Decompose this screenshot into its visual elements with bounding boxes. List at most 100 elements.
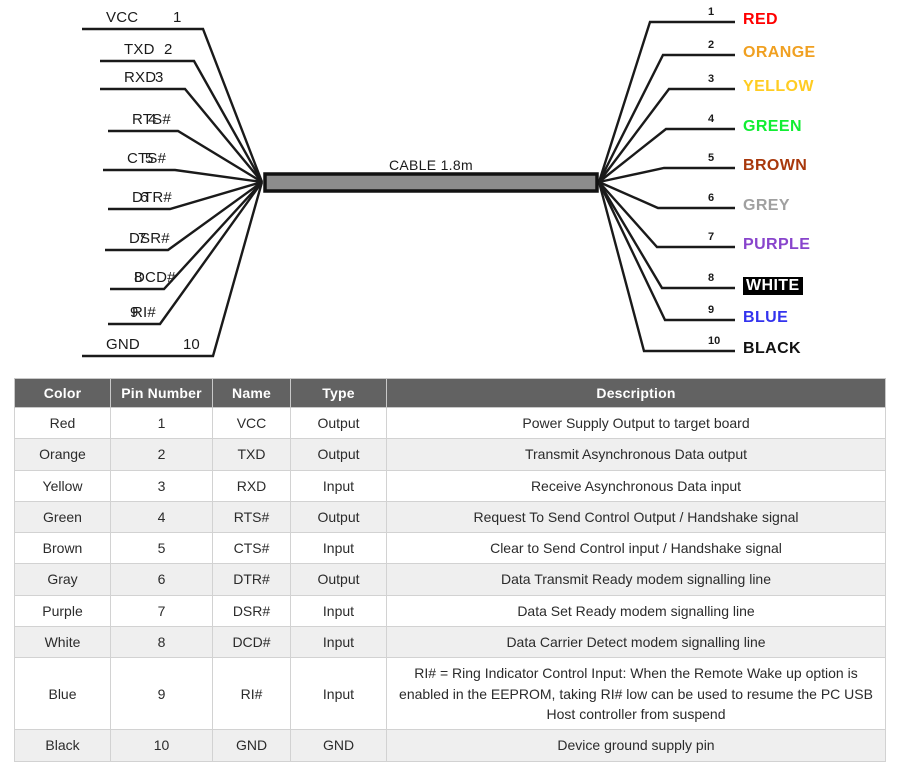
left-pin-name-8: DCD# [134, 269, 176, 286]
left-wire-dcd [110, 181, 263, 291]
left-pin-name-1: VCC [106, 9, 139, 26]
right-wire-blue [597, 181, 735, 322]
cell-pin-number: 3 [110, 469, 213, 502]
cell-description: Clear to Send Control input / Handshake … [386, 532, 886, 565]
pinout-table: Color Pin Number Name Type Description R… [14, 378, 886, 762]
right-wire-green [598, 127, 735, 183]
cell-name: TXD [212, 438, 291, 471]
right-pin-number-10: 10 [708, 335, 721, 347]
right-pin-number-1: 1 [708, 6, 715, 18]
cell-type: Input [290, 594, 387, 628]
left-wire-group [82, 27, 264, 358]
right-wire-purple [598, 181, 735, 249]
right-wire-yellow [598, 87, 735, 183]
cell-description: Transmit Asynchronous Data output [386, 438, 886, 471]
cell-description: Request To Send Control Output / Handsha… [386, 500, 886, 534]
cell-color: Red [14, 406, 111, 440]
cell-color: Orange [14, 438, 111, 471]
right-pin-number-4: 4 [708, 113, 715, 125]
left-pin-number-6: 6 [140, 189, 149, 206]
cell-name: GND [212, 729, 291, 762]
right-wire-brown [598, 166, 735, 184]
cell-color: Blue [14, 657, 111, 731]
left-pin-name-7: DSR# [129, 230, 170, 247]
right-wire-orange [597, 53, 735, 183]
left-wire-cts [103, 168, 263, 184]
header-description: Description [386, 378, 886, 408]
cable-length-label: CABLE 1.8m [389, 157, 473, 173]
cell-description: Receive Asynchronous Data input [386, 469, 886, 502]
wire-color-label-orange: ORANGE [743, 44, 816, 61]
cell-description: RI# = Ring Indicator Control Input: When… [386, 657, 886, 731]
cell-name: CTS# [212, 532, 291, 565]
left-wire-rts [108, 129, 263, 184]
cell-type: Output [290, 406, 387, 440]
cell-description: Data Carrier Detect modem signalling lin… [386, 626, 886, 659]
right-pin-number-9: 9 [708, 304, 715, 316]
cell-name: RTS# [212, 500, 291, 534]
pinout-table-container: Color Pin Number Name Type Description R… [14, 378, 886, 762]
cell-color: Green [14, 500, 111, 534]
right-wire-red [597, 20, 735, 183]
cell-pin-number: 5 [110, 532, 213, 565]
left-wire-vcc [82, 27, 264, 183]
left-wire-rxd [100, 87, 263, 183]
left-pin-number-8: 8 [134, 269, 143, 286]
left-pin-number-3: 3 [155, 69, 164, 86]
cell-description: Power Supply Output to target board [386, 406, 886, 440]
cell-color: White [14, 626, 111, 659]
cell-type: Input [290, 657, 387, 731]
wire-color-label-green: GREEN [743, 118, 802, 135]
left-pin-number-7: 7 [138, 230, 147, 247]
left-pin-name-10: GND [106, 336, 140, 353]
cell-color: Brown [14, 532, 111, 565]
left-pin-name-5: CTS# [127, 150, 167, 167]
left-pin-name-6: DTR# [132, 189, 172, 206]
cell-description: Data Set Ready modem signalling line [386, 594, 886, 628]
cell-pin-number: 9 [110, 657, 213, 731]
cell-color: Gray [14, 563, 111, 596]
wire-color-label-yellow: YELLOW [743, 78, 814, 95]
left-wire-txd [100, 59, 264, 183]
cell-color: Purple [14, 594, 111, 628]
cell-description: Data Transmit Ready modem signalling lin… [386, 563, 886, 596]
left-wire-ri [108, 181, 263, 326]
left-pin-number-10: 10 [183, 336, 200, 353]
right-wire-black [597, 181, 735, 353]
cell-type: Output [290, 438, 387, 471]
left-pin-name-2: TXD [124, 41, 155, 58]
cell-name: DCD# [212, 626, 291, 659]
wire-color-label-grey: GREY [743, 197, 790, 214]
left-pin-name-9: RI# [132, 304, 156, 321]
right-pin-number-3: 3 [708, 73, 715, 85]
wiring-svg [82, 20, 735, 358]
cell-pin-number: 6 [110, 563, 213, 596]
header-name: Name [212, 378, 291, 408]
cell-pin-number: 7 [110, 594, 213, 628]
wire-color-label-purple: PURPLE [743, 236, 811, 253]
cell-pin-number: 2 [110, 438, 213, 471]
cell-color: Black [14, 729, 111, 762]
left-pin-number-1: 1 [173, 9, 182, 26]
cell-type: Input [290, 532, 387, 565]
cell-pin-number: 4 [110, 500, 213, 534]
wire-color-label-brown: BROWN [743, 157, 808, 174]
left-pin-number-4: 4 [148, 111, 157, 128]
header-type: Type [290, 378, 387, 408]
wire-color-label-blue: BLUE [743, 309, 789, 326]
cell-type: Output [290, 563, 387, 596]
right-pin-number-8: 8 [708, 272, 715, 284]
header-pin-number: Pin Number [110, 378, 213, 408]
cell-type: Input [290, 626, 387, 659]
cell-pin-number: 8 [110, 626, 213, 659]
cell-pin-number: 10 [110, 729, 213, 762]
